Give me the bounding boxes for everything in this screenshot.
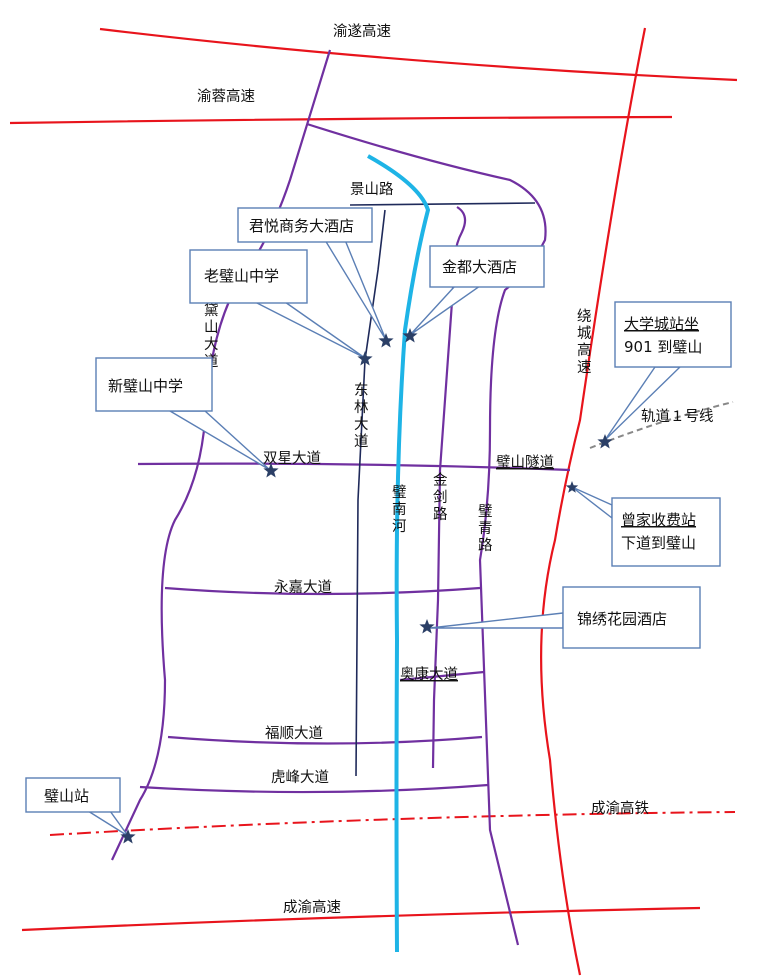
callout-box-xinbishan <box>95 357 213 412</box>
pointer-laobishan <box>254 301 366 359</box>
callout-jindu: 金都大酒店 <box>442 258 517 276</box>
callout-box-zengjia <box>611 497 721 567</box>
callout-zengjia-line2: 下道到璧山 <box>621 534 696 552</box>
label-yusui: 渝遂高速 <box>333 23 391 40</box>
label-chengyu-hsr: 成渝高铁 <box>591 800 649 817</box>
pointer-xinbishan <box>167 410 271 471</box>
callout-box-jinxiu <box>562 586 701 649</box>
raocheng-expressway <box>540 27 647 976</box>
callout-daxuecheng-line1: 大学城站坐 <box>624 315 699 333</box>
label-hufeng: 虎峰大道 <box>271 769 329 786</box>
star-marker-junyue[interactable] <box>378 333 394 348</box>
callout-box-bishan-station <box>25 777 121 813</box>
yusui-expressway <box>99 27 738 82</box>
jingshan-loop <box>306 122 547 946</box>
pointer-jindu <box>409 285 483 336</box>
star-marker-daxuecheng[interactable] <box>597 434 613 449</box>
star-marker-xinbishan[interactable] <box>263 463 279 478</box>
label-shuangxing: 双星大道 <box>263 450 321 467</box>
hufeng-avenue <box>139 783 489 794</box>
fushun-avenue <box>167 735 483 745</box>
label-bishanhe: 璧南河 <box>392 483 407 535</box>
callout-box-daxuecheng <box>614 301 732 368</box>
jingshan-road <box>349 202 536 206</box>
callout-jinxiu: 锦绣花园酒店 <box>577 610 667 628</box>
callout-xinbishan: 新璧山中学 <box>108 377 183 395</box>
callout-zengjia-line1: 曾家收费站 <box>621 511 696 529</box>
callout-junyue: 君悦商务大酒店 <box>249 217 354 235</box>
yongjia-avenue <box>164 586 481 596</box>
star-marker-zengjia[interactable] <box>565 481 579 493</box>
label-fushun: 福顺大道 <box>265 725 323 742</box>
label-bishan-tunnel: 璧山隧道 <box>496 453 554 471</box>
metro-line-1 <box>589 401 734 449</box>
label-metro1: 轨道１号线 <box>641 408 714 425</box>
callout-daxuecheng-line2: 901 到璧山 <box>624 338 702 356</box>
label-jinjian: 金剑路 <box>433 472 448 523</box>
chengyu-high-speed-rail <box>49 811 736 836</box>
label-yurong: 渝蓉高速 <box>197 88 255 105</box>
star-marker-jindu[interactable] <box>402 328 418 343</box>
pointer-zengjia <box>571 486 613 520</box>
label-yongjia: 永嘉大道 <box>274 579 332 596</box>
shuangxing-avenue <box>137 462 571 472</box>
chengyu-expressway <box>21 906 701 932</box>
yurong-expressway <box>9 115 673 125</box>
star-marker-bishan-station[interactable] <box>120 829 136 844</box>
label-daishan: 黛山大道 <box>204 302 219 370</box>
callout-bishan-station: 璧山站 <box>44 787 89 805</box>
label-raocheng: 绕城高速 <box>577 308 592 376</box>
callout-box-junyue <box>237 207 373 243</box>
callout-box-laobishan <box>189 249 308 304</box>
binan-river <box>367 154 431 953</box>
star-marker-jinxiu[interactable] <box>419 619 435 634</box>
aokang-avenue <box>399 670 485 682</box>
label-donglin: 东林大道 <box>354 382 369 450</box>
callout-laobishan: 老璧山中学 <box>204 267 279 285</box>
callout-box-jindu <box>429 245 545 288</box>
star-marker-laobishan[interactable] <box>357 351 373 366</box>
label-biqing: 璧青路 <box>478 502 493 554</box>
label-aokang: 奥康大道 <box>400 666 458 683</box>
label-jingshan: 景山路 <box>350 181 394 198</box>
pointer-jinxiu <box>429 612 564 629</box>
label-chengyu-exp: 成渝高速 <box>283 899 341 916</box>
pointer-junyue <box>323 239 387 341</box>
